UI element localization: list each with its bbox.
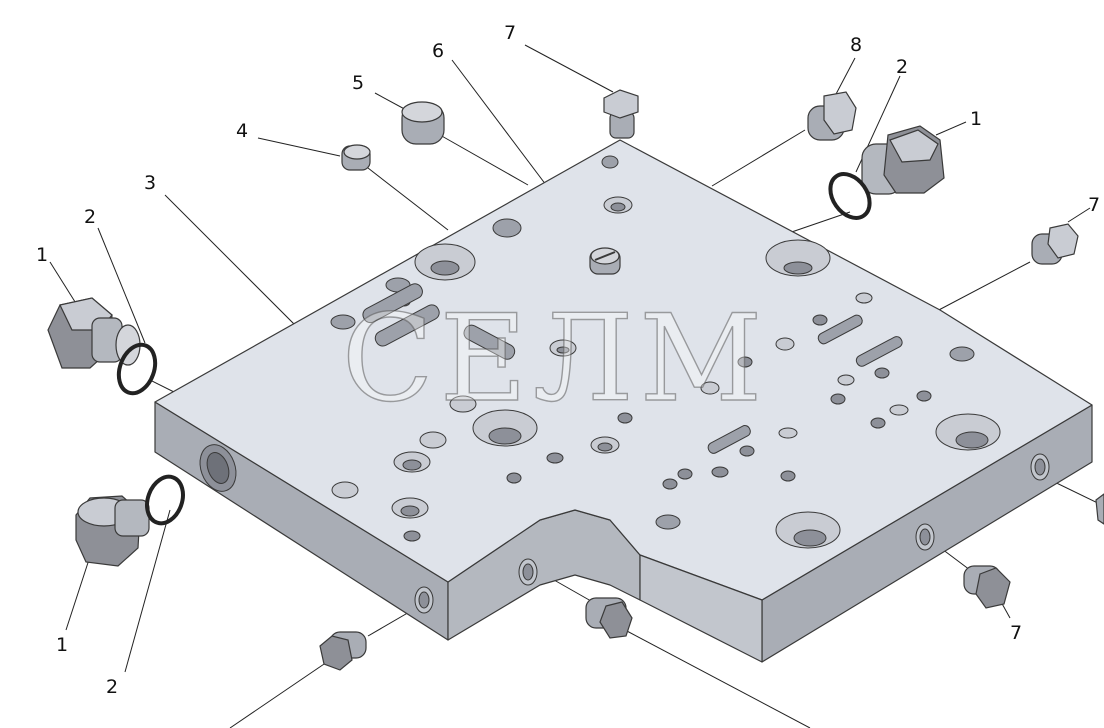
side-port-b-bore <box>522 563 534 581</box>
hole-ag <box>780 470 796 482</box>
hole-f <box>449 395 477 413</box>
side-port-c-bore <box>919 528 931 546</box>
callout-7-bottom: 7 <box>1010 622 1023 644</box>
hole-a <box>492 218 522 238</box>
hex-plug-small-icon <box>1031 223 1079 265</box>
leader-2-left <box>97 227 146 344</box>
hole-u <box>949 346 975 362</box>
small-plug-icon <box>341 144 371 171</box>
hex-plug-large-icon <box>47 297 141 369</box>
hole-r <box>775 337 795 351</box>
hex-plug-small-icon <box>1095 493 1104 525</box>
port-hole-large-1-bore <box>430 260 460 276</box>
callout-7-top: 7 <box>504 22 517 44</box>
leader-7-right-a <box>1067 207 1091 223</box>
hole-q <box>737 356 753 368</box>
hole-o <box>700 381 720 395</box>
callout-1-bottom: 1 <box>56 634 69 656</box>
hole-ab <box>778 427 798 439</box>
side-port-a-bore <box>418 591 430 609</box>
slot-1 <box>362 283 423 324</box>
hole-l <box>330 314 356 330</box>
slot-6 <box>707 425 751 454</box>
hole-h <box>331 481 359 499</box>
slot-4 <box>817 314 863 345</box>
hex-plug-large-icon <box>75 495 150 567</box>
hole-g <box>419 431 447 449</box>
callout-4: 4 <box>236 120 249 142</box>
hole-v <box>837 374 855 386</box>
callout-6: 6 <box>432 40 445 62</box>
hole-b <box>601 155 619 169</box>
hole-ac <box>739 445 755 457</box>
port-hole-large-4-bore <box>955 431 989 449</box>
port-hole-large-3-bore <box>488 427 522 445</box>
hole-c-bore <box>610 202 626 212</box>
hole-z <box>889 404 909 416</box>
leader-bottom-mid-b <box>624 629 811 728</box>
slot-3 <box>463 324 516 360</box>
hole-k <box>403 530 421 542</box>
leader-8a <box>834 57 856 97</box>
leader-4a <box>257 137 341 157</box>
hex-plug-medium-icon <box>807 91 857 141</box>
leader-1-left <box>49 261 78 306</box>
slot-2 <box>374 304 440 347</box>
hole-ae <box>677 468 693 480</box>
hole-af <box>662 478 678 490</box>
hole-aa <box>870 417 886 429</box>
leader-bottom-left-a <box>229 659 331 728</box>
callout-5: 5 <box>352 72 365 94</box>
leader-4b <box>367 167 449 231</box>
leader-2-bottom <box>124 509 171 673</box>
plate-notch-inner-face <box>639 554 763 663</box>
port-hole-large-2-bore <box>783 261 813 275</box>
hex-plug-large-icon <box>861 125 945 195</box>
watermark: СЕЛМ <box>341 290 769 429</box>
hole-j-bore <box>400 505 420 517</box>
callout-7-right: 7 <box>1088 194 1101 216</box>
leader-5b <box>439 134 529 186</box>
threaded-plug-icon <box>401 101 445 145</box>
callout-2-left: 2 <box>84 206 97 228</box>
callout-1-left: 1 <box>36 244 49 266</box>
side-port-large-bore <box>206 452 230 484</box>
leader-7-top <box>524 44 614 93</box>
side-ports <box>199 444 1050 614</box>
hole-ai <box>546 452 564 464</box>
port-hole-large-5-bore <box>793 529 827 547</box>
hole-ad <box>711 466 729 478</box>
hole-ah <box>655 514 681 530</box>
callout-3: 3 <box>144 172 157 194</box>
plate-holes <box>330 155 1001 549</box>
hex-plug-small-icon <box>963 565 1011 609</box>
port-hole-large-2 <box>765 239 831 277</box>
hex-plug-small-icon <box>319 631 367 671</box>
callout-8: 8 <box>850 34 863 56</box>
slotted-screw-icon <box>589 247 621 275</box>
hole-aj <box>506 472 522 484</box>
callout-2-right: 2 <box>896 56 909 78</box>
leader-1-right <box>935 121 967 136</box>
hole-s <box>855 292 873 304</box>
hole-t <box>812 314 828 326</box>
hole-i-bore <box>402 459 422 471</box>
hole-x <box>874 367 890 379</box>
o-ring-icon <box>116 172 872 526</box>
hole-d-bore <box>597 442 613 452</box>
hole-e-bore <box>556 346 570 354</box>
callout-2-bottom: 2 <box>106 676 119 698</box>
leader-8b <box>711 129 806 187</box>
hex-plug-small-icon <box>603 89 639 139</box>
leader-7-right-b <box>934 261 1031 313</box>
side-port-d-bore <box>1034 458 1046 476</box>
callout-1-right: 1 <box>970 108 983 130</box>
hole-y <box>916 390 932 402</box>
hex-plug-small-icon <box>585 597 633 639</box>
hole-p <box>617 412 633 424</box>
hole-w <box>830 393 846 405</box>
slot-5 <box>855 336 903 367</box>
